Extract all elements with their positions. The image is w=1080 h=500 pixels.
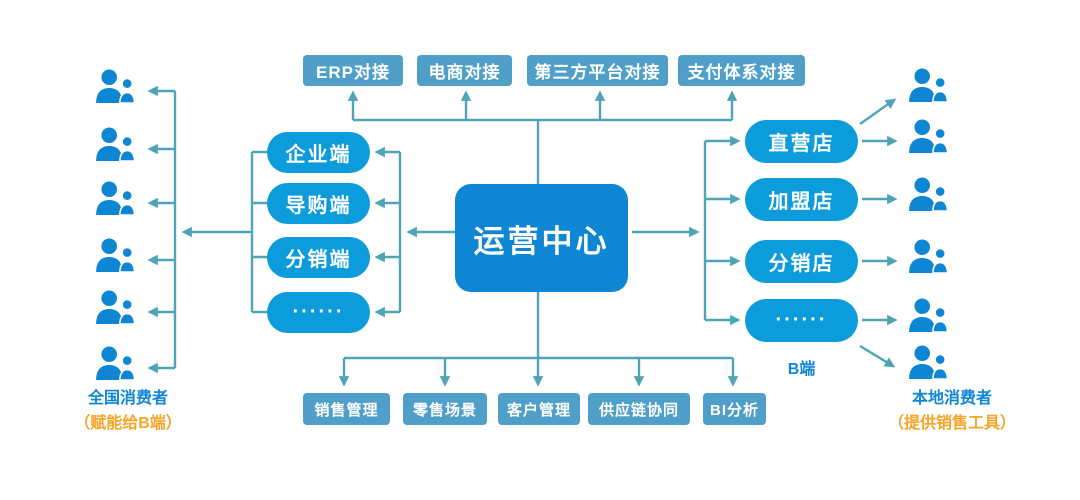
users-icon: [95, 69, 138, 104]
users-icon: [95, 346, 138, 381]
local-consumers-label: 本地消费者: [911, 390, 992, 407]
box-customer-management: 客户管理: [498, 393, 580, 425]
pill-distribution-store: 分销店: [745, 240, 858, 283]
right-consumer-connectors: [859, 98, 898, 368]
bottom-connectors: [338, 292, 739, 387]
users-icon: [908, 239, 951, 274]
local-consumers-note: （提供销售工具）: [887, 415, 1016, 432]
right-pill-connectors: [632, 135, 741, 326]
box-ecommerce-integration: 电商对接: [417, 55, 512, 86]
b-side-caption: B端: [787, 361, 816, 378]
users-icon: [95, 290, 138, 325]
users-icon: [95, 181, 138, 216]
pill-franchise-store: 加盟店: [745, 178, 858, 221]
pill-distribution-endpoint: 分销端: [267, 237, 370, 278]
box-sales-management: 销售管理: [303, 393, 390, 425]
pill-guide-endpoint: 导购端: [267, 183, 370, 224]
box-third-party-platform-integration: 第三方平台对接: [527, 55, 668, 86]
users-icon: [908, 345, 951, 380]
pill-left-ellipsis: ······: [267, 292, 370, 333]
pill-right-ellipsis: ······: [745, 299, 858, 342]
pill-direct-store: 直营店: [745, 120, 858, 163]
left-pill-connectors: [374, 146, 455, 318]
users-icon: [908, 298, 951, 333]
box-payment-system-integration: 支付体系对接: [678, 55, 805, 86]
national-consumers-caption: 全国消费者 （赋能给B端）: [28, 386, 228, 436]
users-icon: [95, 238, 138, 273]
local-consumers-caption: 本地消费者 （提供销售工具）: [852, 386, 1052, 436]
top-connectors: [347, 90, 738, 184]
box-bi-analysis: BI分析: [703, 393, 766, 425]
operations-center-node: 运营中心: [455, 184, 628, 292]
box-erp-integration: ERP对接: [303, 55, 403, 86]
pill-enterprise-endpoint: 企业端: [267, 132, 370, 173]
box-supply-chain-collaboration: 供应链协同: [588, 393, 690, 425]
users-icon: [908, 177, 951, 212]
box-retail-scenario: 零售场景: [403, 393, 487, 425]
users-icon: [908, 68, 951, 103]
left-consumer-connectors: [147, 85, 270, 374]
national-consumers-label: 全国消费者: [87, 390, 168, 407]
users-icon: [908, 119, 951, 154]
users-icon: [95, 127, 138, 162]
national-consumers-note: （赋能给B端）: [74, 415, 182, 432]
